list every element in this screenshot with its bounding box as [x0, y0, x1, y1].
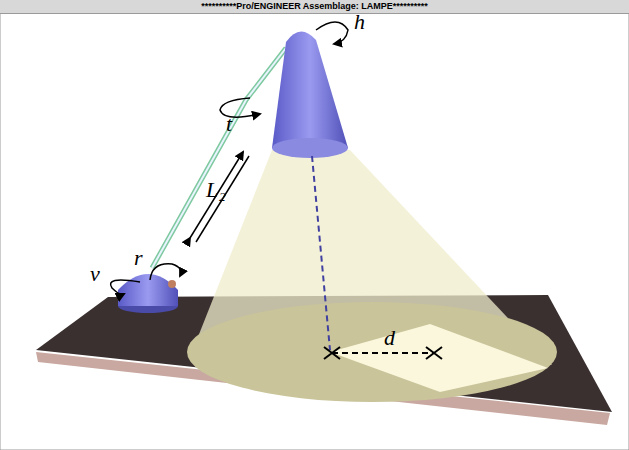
- window-title: **********Pro/ENGINEER Assemblage: LAMPE…: [0, 0, 629, 13]
- motion-label: t: [226, 112, 232, 136]
- motion-label: r: [134, 246, 143, 270]
- title-bar: **********Pro/ENGINEER Assemblage: LAMPE…: [0, 0, 629, 14]
- motion-label: d: [384, 326, 395, 350]
- motion-label: h: [354, 10, 365, 34]
- motion-label: L₂: [206, 178, 226, 202]
- motion-label: v: [90, 262, 100, 286]
